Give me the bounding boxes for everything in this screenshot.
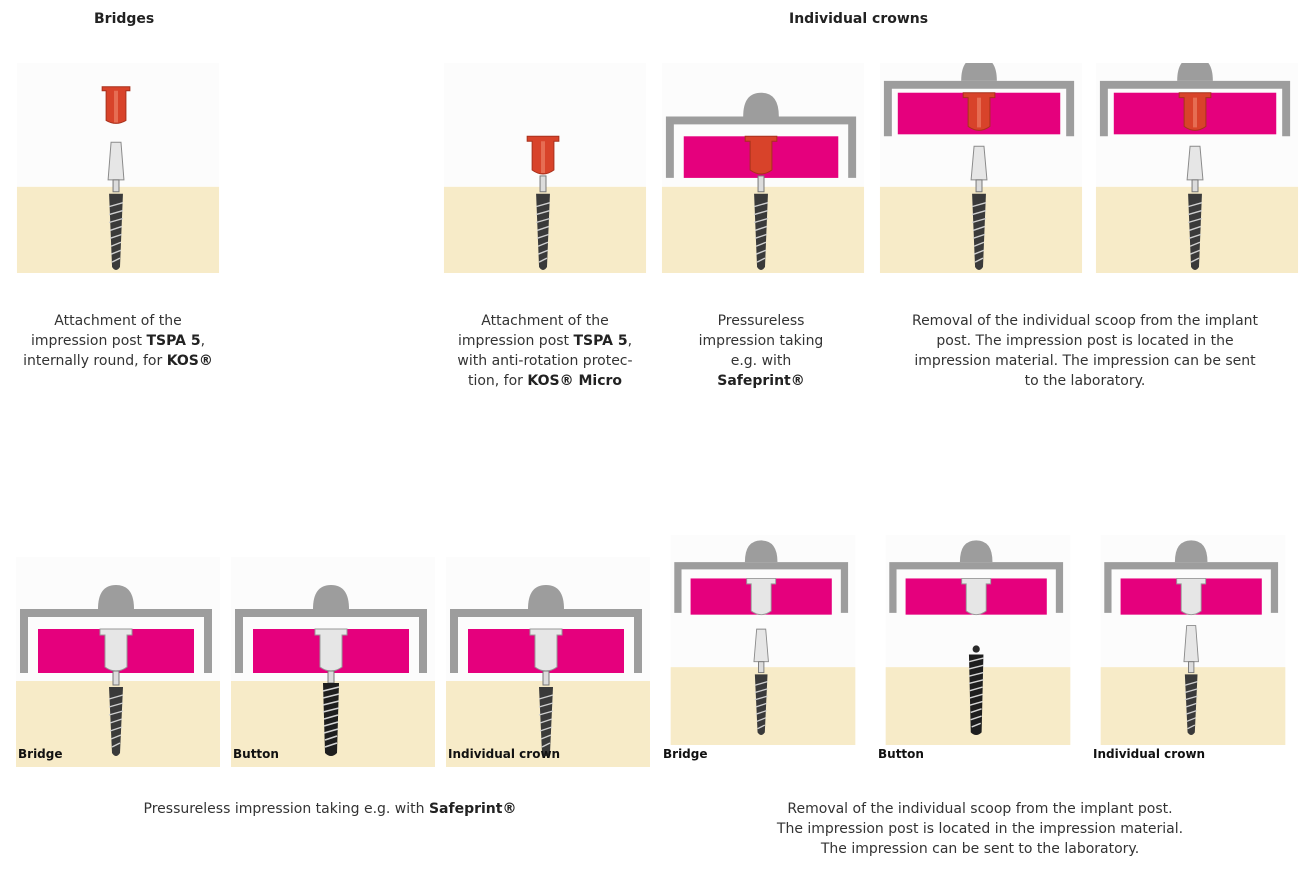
caption-bottom-pressureless: Pressureless impression taking e.g. with… <box>143 801 517 817</box>
illustration-crown-removal-2 <box>1095 63 1299 275</box>
illustration-crown-removal-1 <box>879 63 1083 275</box>
illustration-bottom-crown-removal: Individual crown <box>1091 535 1295 767</box>
illustration-bridge-attach <box>16 63 220 275</box>
panel-label-individual-crown-removal: Individual crown <box>1093 747 1206 761</box>
caption-bridge-attach: Attachment of the impression post TSPA 5… <box>23 313 213 369</box>
illustration-bottom-bridge-pressureless: Bridge <box>16 557 220 767</box>
illustration-crown-pressureless <box>661 63 865 275</box>
caption-crown-attach: Attachment of the impression post TSPA 5… <box>457 313 633 389</box>
heading-bridges: Bridges <box>94 11 155 27</box>
illustration-bottom-bridge-removal: Bridge <box>661 535 865 767</box>
panel-label-button-removal: Button <box>878 747 924 761</box>
illustration-crown-attach <box>443 63 647 275</box>
caption-bottom-removal: Removal of the individual scoop from the… <box>776 801 1184 857</box>
illustration-bottom-button-pressureless: Button <box>231 557 435 767</box>
caption-crown-removal: Removal of the individual scoop from the… <box>911 313 1259 389</box>
panel-label-bridge: Bridge <box>18 747 63 761</box>
panel-label-bridge-removal: Bridge <box>663 747 708 761</box>
illustration-bottom-crown-pressureless: Individual crown <box>446 557 650 767</box>
panel-label-button: Button <box>233 747 279 761</box>
illustration-bottom-button-removal: Button <box>876 535 1080 767</box>
caption-crown-pressureless: Pressureless impression taking e.g. with… <box>698 313 824 389</box>
heading-individual-crowns: Individual crowns <box>789 11 929 27</box>
panel-label-individual-crown: Individual crown <box>448 747 561 761</box>
